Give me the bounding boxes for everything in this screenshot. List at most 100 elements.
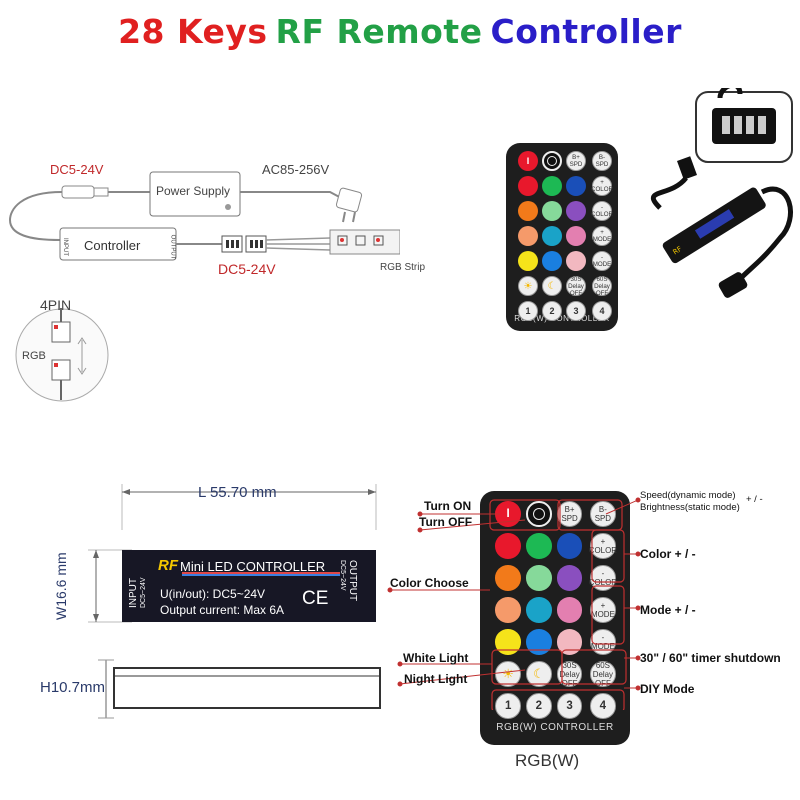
annotated-remote-scene-4-number: 4 (599, 700, 607, 713)
top-remote-scene-2-number: 2 (549, 306, 555, 316)
annotated-remote-color-key-8[interactable] (526, 597, 552, 623)
annotated-remote-side-key-1[interactable]: + COLOR (588, 533, 617, 559)
length-dimension: L 55.70 mm (198, 484, 277, 501)
width-dimension: W16.6 mm (53, 552, 69, 620)
annotated-remote-color-key-1[interactable] (495, 533, 521, 559)
top-remote-side-key-4-label: - MODE (592, 254, 612, 268)
annotated-remote-timer-60-button[interactable]: 60S Delay OFF (590, 661, 616, 688)
top-remote-timer-60-button[interactable]: 60S Delay OFF (592, 275, 612, 297)
annotated-remote-brightness-up-button[interactable]: B+ SPD (556, 501, 583, 527)
dc-plug-icon (61, 185, 109, 199)
input-label: INPUT (62, 238, 68, 256)
top-remote-power-on-button[interactable]: I (518, 151, 538, 171)
top-remote-side-key-1[interactable]: + COLOR (591, 176, 614, 196)
annotated-remote-brightness-down-button[interactable]: B- SPD (590, 501, 616, 527)
top-remote-color-key-4[interactable] (518, 201, 538, 221)
callout-color-plus-minus: Color + / - (640, 547, 696, 561)
annotated-remote-color-key-7[interactable] (495, 597, 521, 623)
callout-color-choose: Color Choose (390, 576, 469, 590)
top-remote-side-key-4[interactable]: - MODE (592, 251, 612, 271)
power-on-icon: I (506, 508, 510, 521)
annotated-remote-side-key-4-label: - MODE (591, 633, 615, 652)
top-remote-scene-1-button[interactable]: 1 (518, 301, 538, 321)
remote-top-footer: RGB(W) CONTROLLER (514, 314, 610, 323)
controller-side-view (113, 667, 381, 709)
annotated-remote-scene-2-button[interactable]: 2 (526, 693, 552, 719)
power-off-icon (547, 156, 557, 166)
annotated-remote-scene-3-button[interactable]: 3 (556, 693, 583, 719)
top-remote-timer-30-button[interactable]: 30S Delay OFF (566, 275, 586, 297)
top-remote-night-light-button[interactable]: ☾ (542, 276, 562, 296)
top-remote-color-key-6[interactable] (566, 201, 586, 221)
annotated-remote-night-light-button[interactable]: ☾ (526, 661, 552, 687)
annotated-remote-side-key-1-label: + COLOR (588, 537, 617, 556)
annotated-remote-color-key-5[interactable] (526, 565, 552, 591)
callout-plus-minus: + / - (746, 494, 763, 505)
top-remote-scene-3-number: 3 (573, 306, 579, 316)
top-remote-scene-4-button[interactable]: 4 (592, 301, 612, 321)
top-remote-color-key-9[interactable] (566, 226, 586, 246)
top-remote-color-key-3[interactable] (566, 176, 586, 196)
annotated-remote-color-key-9[interactable] (556, 597, 583, 623)
top-remote-color-key-12[interactable] (566, 251, 586, 271)
title-part-rf-remote: RF Remote (275, 12, 483, 51)
callout-lines (387, 497, 641, 710)
top-remote-side-key-3[interactable]: + MODE (592, 226, 612, 246)
title-part-keys: 28 Keys (118, 12, 268, 51)
top-remote-white-light-button[interactable]: ☀ (518, 276, 538, 296)
top-remote-side-key-1-label: + COLOR (591, 179, 614, 193)
annotated-remote-timer-30-button-label: 30S Delay OFF (559, 660, 580, 688)
annotated-remote-power-off-button[interactable] (526, 501, 552, 527)
annotated-remote-color-key-2[interactable] (526, 533, 552, 559)
dimension-drawing (88, 484, 381, 719)
top-remote-color-key-2[interactable] (542, 176, 562, 196)
power-supply-label: Power Supply (156, 184, 231, 198)
callout-mode-plus-minus: Mode + / - (640, 603, 696, 617)
four-pin-label: 4PIN (40, 297, 72, 313)
dc-input-voltage: DC5-24V (50, 162, 104, 177)
connector-icon (221, 235, 267, 253)
top-remote-color-key-11[interactable] (542, 251, 562, 271)
controller-current: Output current: Max 6A (160, 603, 285, 617)
top-remote-brightness-up-button[interactable]: B+ SPD (566, 151, 586, 171)
top-remote-timer-30-button-label: 30S Delay OFF (568, 275, 584, 297)
svg-text:RF: RF (672, 245, 684, 256)
callout-turn-on: Turn ON (424, 499, 472, 513)
annotated-remote-scene-4-button[interactable]: 4 (590, 693, 616, 719)
controller-output: OUTPUT (347, 560, 358, 602)
rgb-pin-label: RGB (22, 350, 46, 362)
power-off-icon (532, 507, 545, 521)
height-dimension: H10.7mm (40, 679, 106, 696)
top-remote-color-key-7[interactable] (518, 226, 538, 246)
top-remote-power-off-button[interactable] (542, 151, 562, 171)
top-remote-color-key-5[interactable] (542, 201, 562, 221)
output-label: OUTPUT (169, 234, 176, 260)
annotated-remote-side-key-3[interactable]: + MODE (590, 597, 616, 623)
mini-controller-body: RF (662, 187, 766, 264)
controller-input: INPUT (128, 578, 139, 608)
rf-brand: RF (158, 557, 178, 574)
top-remote-scene-3-button[interactable]: 3 (566, 301, 586, 321)
top-remote-color-key-10[interactable] (518, 251, 538, 271)
top-remote-color-key-8[interactable] (542, 226, 562, 246)
top-remote-scene-2-button[interactable]: 2 (542, 301, 562, 321)
top-remote-timer-60-button-label: 60S Delay OFF (594, 275, 610, 297)
controller-output-voltage: DC5~24V (339, 560, 346, 591)
top-remote-side-key-2[interactable]: - COLOR (591, 201, 613, 221)
ac-plug-icon (335, 187, 363, 223)
annotated-remote-brightness-up-button-label: B+ SPD (561, 505, 578, 524)
annotated-remote-color-key-6[interactable] (556, 565, 583, 591)
callout-white-light: White Light (403, 651, 469, 665)
annotated-remote-white-light-button[interactable]: ☀ (495, 661, 521, 687)
annotated-remote-color-key-3[interactable] (556, 533, 583, 559)
callout-speed: Speed(dynamic mode) (640, 490, 736, 501)
controller-name: Mini LED CONTROLLER (180, 559, 326, 574)
annotated-remote-scene-1-button[interactable]: 1 (495, 693, 521, 719)
wiring-diagram (8, 171, 400, 402)
annotated-remote-brightness-down-button-label: B- SPD (594, 505, 612, 524)
top-remote-brightness-down-button[interactable]: B- SPD (592, 151, 612, 171)
callout-timer: 30" / 60" timer shutdown (640, 651, 781, 665)
top-remote-color-key-1[interactable] (518, 176, 538, 196)
annotated-remote-color-key-4[interactable] (495, 565, 521, 591)
